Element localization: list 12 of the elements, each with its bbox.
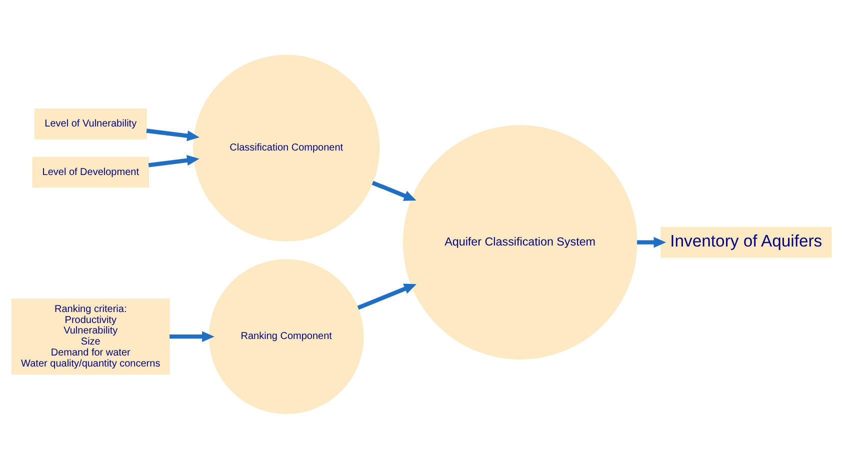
node-box: Level of Vulnerability [34,108,147,139]
arrow [170,330,214,342]
node-box: Level of Development [32,156,149,188]
node-circle: Classification Component [193,54,380,241]
node-box: Ranking criteria: Productivity Vulnerability Size Demand for water Water quality/quantity concerns [11,298,170,374]
node-box: Inventory of Aquifers [660,226,832,258]
arrow [637,236,666,248]
arrow [357,283,416,310]
arrow [146,128,200,141]
arrow [148,154,200,167]
node-circle: Ranking Component [208,258,364,414]
arrow [372,180,416,200]
